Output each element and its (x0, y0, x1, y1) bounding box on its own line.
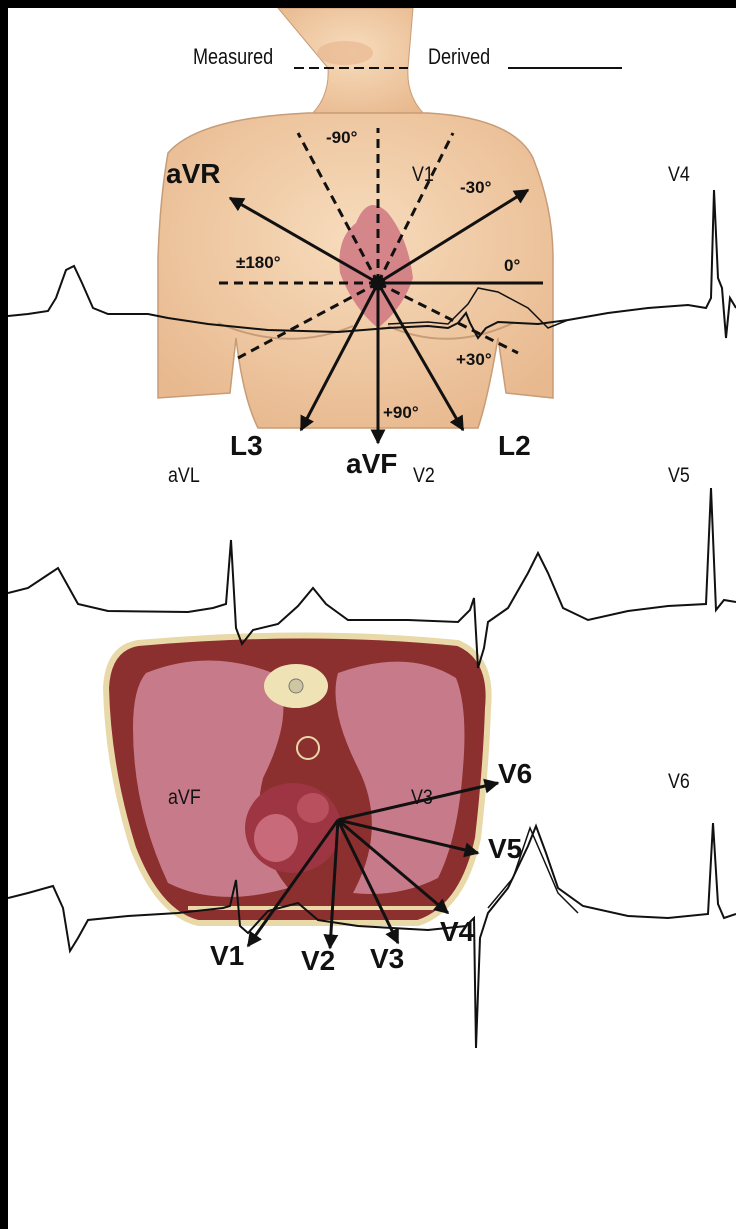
ecg-sheet: Measured Derived aVL V2 V4 V5 V6 aVF V3 … (8, 8, 736, 1229)
angle-minus90: -90° (326, 128, 357, 148)
angle-0: 0° (504, 256, 520, 276)
angle-plus30: +30° (456, 350, 492, 370)
lead-label-avl: aVL (168, 464, 200, 488)
lead-label-v3: V3 (411, 786, 433, 810)
label-l3: L3 (230, 430, 263, 462)
measured-label: Measured (193, 44, 273, 70)
lead-label-v4: V4 (668, 163, 690, 187)
chin (317, 41, 373, 65)
cross-section-illustration (106, 636, 489, 924)
ecg-figure (8, 8, 736, 1229)
lead-label-v6: V6 (668, 770, 690, 794)
lead-label-v5: V5 (668, 464, 690, 488)
label-avr: aVR (166, 158, 220, 190)
label-v2: V2 (301, 945, 335, 977)
angle-180: ±180° (236, 253, 281, 273)
label-v3: V3 (370, 943, 404, 975)
label-avf-big: aVF (346, 448, 397, 480)
lead-label-avf: aVF (168, 786, 201, 810)
label-l2: L2 (498, 430, 531, 462)
label-v1-small: V1 (412, 163, 434, 187)
derived-label: Derived (428, 44, 490, 70)
angle-plus90: +90° (383, 403, 419, 423)
aorta (297, 737, 319, 759)
label-v1: V1 (210, 940, 244, 972)
label-v6: V6 (498, 758, 532, 790)
torso-illustration (158, 8, 553, 428)
label-v5: V5 (488, 833, 522, 865)
label-v4: V4 (440, 916, 474, 948)
lead-label-v2: V2 (413, 464, 435, 488)
angle-minus30: -30° (460, 178, 491, 198)
